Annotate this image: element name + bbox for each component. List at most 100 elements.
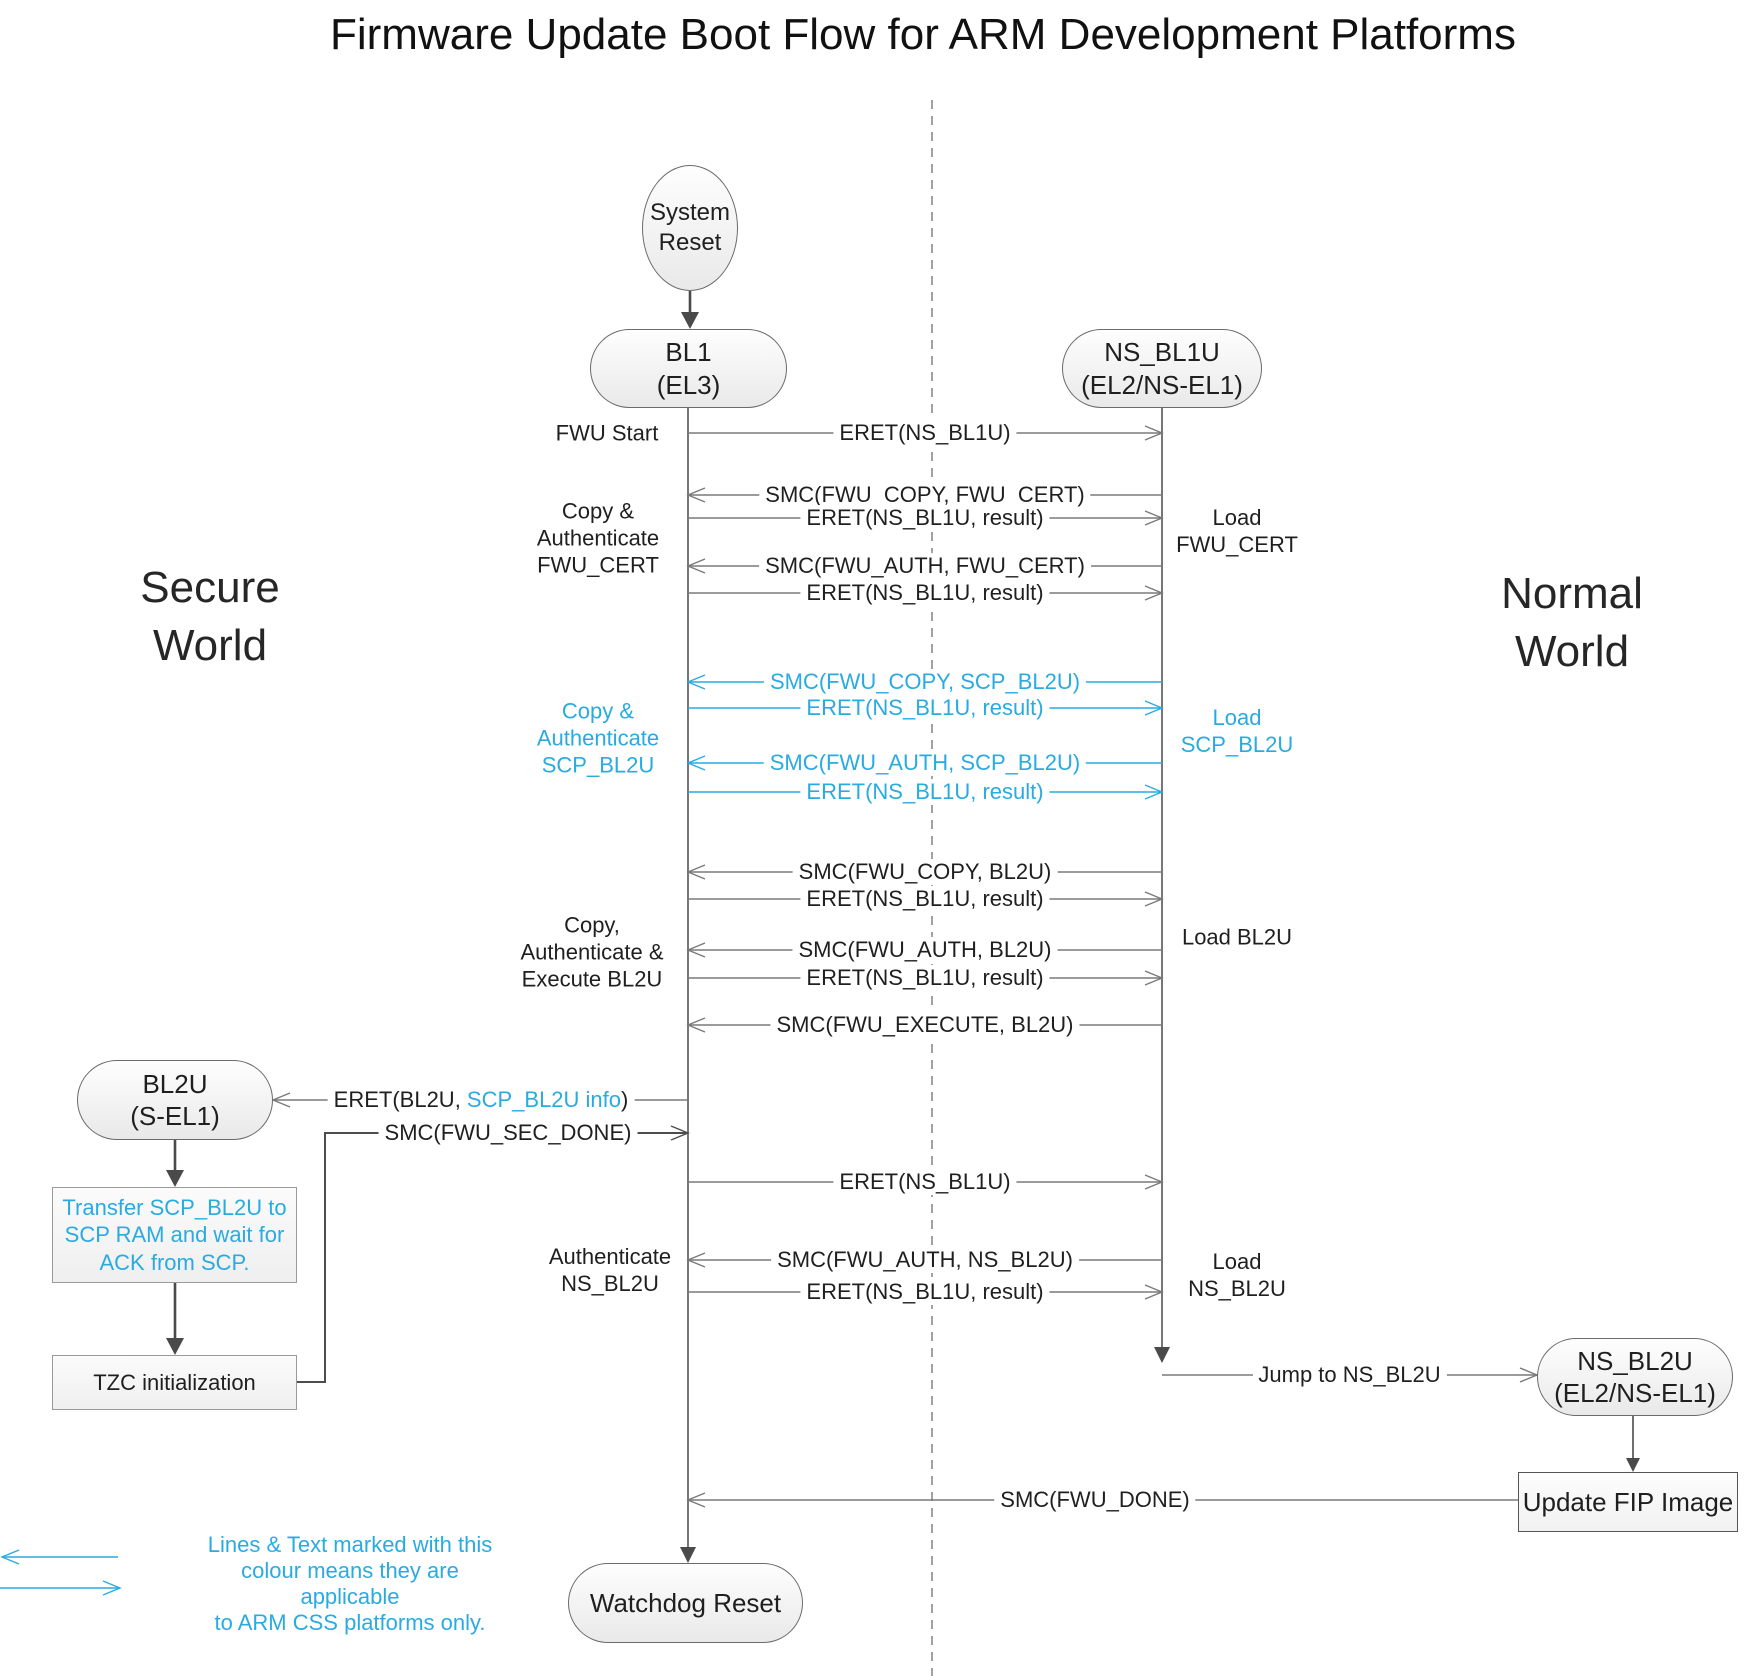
msg-jump-to-ns-bl2u-label: Jump to NS_BL2U bbox=[1252, 1362, 1447, 1388]
bl1-node-label: (EL3) bbox=[656, 369, 721, 400]
msg-smc-fwu-auth-ns-bl2u-label: SMC(FWU_AUTH, NS_BL2U) bbox=[771, 1247, 1079, 1273]
update-fip-box: Update FIP Image bbox=[1518, 1472, 1738, 1532]
label-load-bl2u-line: Load BL2U bbox=[1181, 924, 1293, 950]
ns-bl1u-node: NS_BL1U(EL2/NS-EL1) bbox=[1062, 329, 1262, 408]
label-copy-auth-scp-bl2u-line: Authenticate bbox=[536, 725, 660, 751]
secure-world-line1: Secure bbox=[140, 563, 280, 612]
msg-smc-fwu-copy-scp-bl2u-arrowhead bbox=[686, 674, 706, 690]
msg-eret-result-3-label: ERET(NS_BL1U, result) bbox=[800, 695, 1050, 721]
ns-bl1u-lifeline-arrowhead bbox=[1154, 1347, 1170, 1363]
system-reset-node-label: System bbox=[649, 199, 730, 226]
diagram-title: Firmware Update Boot Flow for ARM Develo… bbox=[330, 10, 1516, 59]
msg-eret-result-7-label: ERET(NS_BL1U, result) bbox=[800, 1279, 1050, 1305]
msg-smc-fwu-sec-done-arrowhead bbox=[670, 1125, 690, 1141]
msg-eret-ns-bl1u-2-label: ERET(NS_BL1U) bbox=[833, 1169, 1017, 1195]
watchdog-reset-node: Watchdog Reset bbox=[568, 1563, 803, 1643]
label-load-ns-bl2u-line: NS_BL2U bbox=[1188, 1276, 1286, 1301]
msg-smc-fwu-sec-done-label: SMC(FWU_SEC_DONE) bbox=[378, 1120, 638, 1146]
tzc-init-box-label: TZC initialization bbox=[93, 1369, 256, 1395]
msg-eret-bl2u-scp-info-label-part: SCP_BL2U info bbox=[466, 1087, 622, 1112]
msg-smc-fwu-auth-fwu-cert-arrowhead bbox=[686, 558, 706, 574]
label-copy-auth-exec-bl2u-line: Copy, bbox=[564, 912, 620, 938]
label-fwu-start-line: FWU Start bbox=[555, 420, 659, 446]
bl1-node-label: BL1 bbox=[665, 337, 712, 367]
msg-smc-fwu-done-label: SMC(FWU_DONE) bbox=[994, 1487, 1196, 1513]
msg-smc-fwu-copy-bl2u-label: SMC(FWU_COPY, BL2U) bbox=[792, 859, 1058, 885]
legend-line1: Lines & Text marked with this bbox=[207, 1532, 493, 1557]
msg-eret-result-3-arrowhead bbox=[1144, 700, 1164, 716]
msg-eret-result-6-label: ERET(NS_BL1U, result) bbox=[800, 965, 1050, 991]
msg-smc-fwu-done-arrowhead bbox=[686, 1492, 706, 1508]
update-fip-box-label: Update FIP Image bbox=[1522, 1486, 1734, 1517]
legend-arrow-right-arrowhead bbox=[102, 1580, 122, 1596]
transfer-scp-box-label: Transfer SCP_BL2U to bbox=[62, 1194, 287, 1220]
msg-eret-result-5-arrowhead bbox=[1144, 891, 1164, 907]
label-copy-auth-exec-bl2u: Copy,Authenticate &Execute BL2U bbox=[520, 912, 663, 993]
msg-smc-fwu-auth-bl2u-arrowhead bbox=[686, 942, 706, 958]
label-load-bl2u: Load BL2U bbox=[1182, 924, 1292, 951]
msg-smc-fwu-auth-ns-bl2u-arrowhead bbox=[686, 1252, 706, 1268]
label-authenticate-ns-bl2u-line: NS_BL2U bbox=[561, 1271, 659, 1296]
label-copy-auth-exec-bl2u-line: Authenticate & bbox=[520, 939, 664, 965]
ns-bl1u-node-label: (EL2/NS-EL1) bbox=[1081, 369, 1243, 400]
arrow-bl2u-to-transfer-arrowhead bbox=[166, 1170, 184, 1187]
msg-smc-fwu-copy-fwu-cert-arrowhead bbox=[686, 487, 706, 503]
msg-eret-result-7-arrowhead bbox=[1144, 1284, 1164, 1300]
normal-world-line2: World bbox=[1514, 627, 1630, 676]
msg-smc-fwu-auth-fwu-cert-label: SMC(FWU_AUTH, FWU_CERT) bbox=[759, 553, 1091, 579]
arrow-nsbl2u-to-updatefip-arrowhead bbox=[1626, 1458, 1640, 1472]
system-reset-node-label: Reset bbox=[658, 229, 722, 256]
legend-line3: to ARM CSS platforms only. bbox=[214, 1610, 486, 1635]
msg-eret-ns-bl1u-2-arrowhead bbox=[1144, 1174, 1164, 1190]
label-load-fwu-cert-line: Load bbox=[1212, 505, 1262, 530]
label-load-scp-bl2u-line: SCP_BL2U bbox=[1180, 732, 1294, 757]
msg-eret-bl2u-scp-info-label-part: ERET(BL2U, bbox=[333, 1087, 467, 1112]
label-copy-auth-scp-bl2u-line: SCP_BL2U bbox=[541, 752, 655, 778]
msg-smc-fwu-copy-fwu-cert-label: SMC(FWU_COPY, FWU_CERT) bbox=[759, 482, 1091, 508]
msg-eret-result-2-arrowhead bbox=[1144, 585, 1164, 601]
ns-bl2u-node: NS_BL2U(EL2/NS-EL1) bbox=[1537, 1338, 1733, 1416]
label-load-fwu-cert-line: FWU_CERT bbox=[1176, 532, 1298, 557]
bl2u-node-label: (S-EL1) bbox=[130, 1101, 220, 1131]
normal-world-line1: Normal bbox=[1501, 569, 1643, 618]
tzc-init-box: TZC initialization bbox=[52, 1355, 297, 1410]
msg-eret-ns-bl1u-1-label: ERET(NS_BL1U) bbox=[833, 420, 1017, 446]
label-copy-auth-fwu-cert-line: Copy & bbox=[561, 498, 635, 524]
secure-world-line2: World bbox=[152, 621, 268, 670]
bl1-node: BL1(EL3) bbox=[590, 329, 787, 408]
bl2u-node-label: BL2U bbox=[142, 1068, 208, 1099]
label-authenticate-ns-bl2u-line: Authenticate bbox=[548, 1244, 672, 1269]
watchdog-reset-node-label: Watchdog Reset bbox=[589, 1587, 782, 1618]
label-copy-auth-scp-bl2u-line: Copy & bbox=[561, 698, 635, 724]
msg-smc-fwu-execute-bl2u-arrowhead bbox=[686, 1017, 706, 1033]
msg-eret-result-4-arrowhead bbox=[1144, 784, 1164, 800]
msg-smc-fwu-auth-bl2u-label: SMC(FWU_AUTH, BL2U) bbox=[792, 937, 1058, 963]
msg-eret-result-6-arrowhead bbox=[1144, 970, 1164, 986]
msg-eret-bl2u-scp-info-label-part: ) bbox=[621, 1087, 629, 1112]
ns-bl2u-node-label: (EL2/NS-EL1) bbox=[1554, 1378, 1716, 1408]
msg-smc-fwu-auth-scp-bl2u-arrowhead bbox=[686, 755, 706, 771]
ns-bl2u-node-label: NS_BL2U bbox=[1577, 1345, 1693, 1376]
label-copy-auth-exec-bl2u-line: Execute BL2U bbox=[521, 966, 663, 992]
msg-eret-result-5-label: ERET(NS_BL1U, result) bbox=[800, 886, 1050, 912]
arrow-reset-to-bl1-arrowhead bbox=[681, 312, 699, 329]
label-load-ns-bl2u-line: Load bbox=[1212, 1249, 1262, 1274]
transfer-scp-box-label: SCP RAM and wait for bbox=[64, 1222, 285, 1248]
secure-world-label: Secure World bbox=[140, 559, 279, 675]
label-copy-auth-fwu-cert-line: FWU_CERT bbox=[537, 552, 659, 578]
transfer-scp-box-label: ACK from SCP. bbox=[99, 1249, 250, 1275]
msg-eret-result-2-label: ERET(NS_BL1U, result) bbox=[800, 580, 1050, 606]
msg-eret-ns-bl1u-1-arrowhead bbox=[1144, 425, 1164, 441]
msg-smc-fwu-copy-scp-bl2u-label: SMC(FWU_COPY, SCP_BL2U) bbox=[763, 669, 1087, 695]
msg-eret-result-1-arrowhead bbox=[1144, 510, 1164, 526]
